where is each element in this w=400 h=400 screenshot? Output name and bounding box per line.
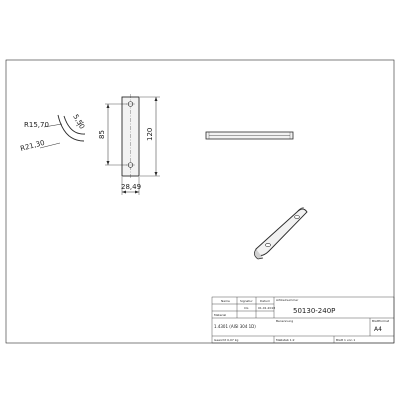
tb-date-header: Datum bbox=[260, 299, 270, 303]
dim-hole-spacing: 85 bbox=[98, 130, 106, 139]
tb-article-header: Artikelnummer bbox=[276, 298, 299, 302]
tb-material: 1.4301 (AISI 304 1D) bbox=[214, 324, 256, 329]
tb-name-header: Name bbox=[221, 299, 230, 303]
tb-article-number: 50130-240P bbox=[293, 307, 335, 315]
dim-width: 28,49 bbox=[121, 183, 141, 191]
bend-arc-inner bbox=[63, 115, 86, 135]
bend-leader-2 bbox=[39, 142, 61, 149]
tb-material-header: Material bbox=[214, 313, 226, 317]
iso-hole-2 bbox=[294, 215, 300, 219]
tb-weight: Gewicht 0,07 kg bbox=[214, 338, 239, 342]
iso-strap-edge bbox=[254, 248, 264, 260]
dim-length: 120 bbox=[146, 128, 154, 141]
bend-detail-view: R15,70 R21,30 5,50 bbox=[19, 113, 86, 153]
tb-row2-signature: CG bbox=[244, 306, 249, 310]
bend-leader-1 bbox=[43, 123, 63, 128]
tb-scale: Maßstab 1:2 bbox=[276, 338, 295, 342]
tb-format-header: Blattformat bbox=[372, 319, 390, 323]
tb-description-header: Benennung bbox=[276, 319, 293, 323]
dim-hole-diameter: 5,50 bbox=[71, 113, 86, 131]
tb-sheet: Blatt 1 von 1 bbox=[336, 338, 355, 342]
title-block bbox=[211, 296, 395, 344]
sheet-border bbox=[5, 59, 395, 344]
front-view: 85 120 28,49 bbox=[98, 94, 160, 195]
tb-row2-date: 01.01.2018 bbox=[258, 306, 275, 310]
tb-format: A4 bbox=[374, 326, 382, 333]
dim-radius-outer: R15,70 bbox=[24, 121, 49, 129]
bend-leader-3 bbox=[75, 121, 85, 127]
isometric-view bbox=[254, 207, 308, 260]
iso-hole-1 bbox=[265, 243, 271, 247]
bend-arc-outer bbox=[57, 114, 85, 142]
dim-radius-inner: R21,30 bbox=[19, 139, 45, 153]
tb-signature-header: Signatur bbox=[240, 299, 253, 303]
side-view bbox=[205, 131, 294, 140]
iso-strap-end bbox=[296, 207, 305, 213]
